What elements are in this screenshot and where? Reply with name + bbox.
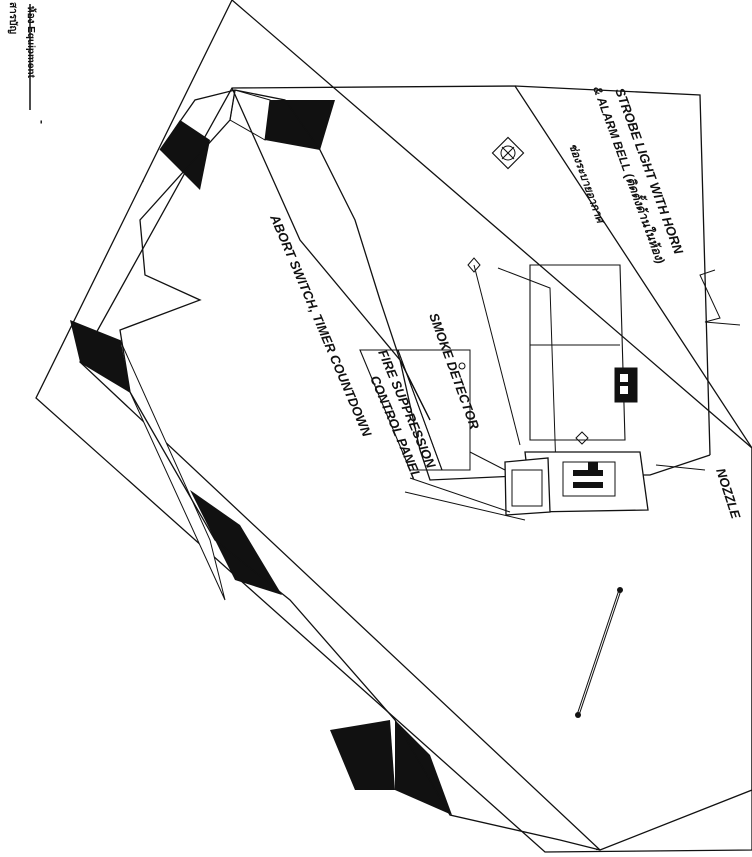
floor-tile-black — [265, 100, 335, 150]
label-nozzle: NOZZLE — [713, 466, 743, 520]
label-strobe-line3: ช่องระบายอากาศ — [566, 142, 607, 226]
header-dash: - — [35, 120, 49, 124]
sensor-diamond-icon — [576, 432, 588, 444]
nozzle-pipe — [575, 587, 623, 718]
header-title: สารบัญ — [7, 2, 19, 34]
vent-fan-icon — [492, 137, 523, 168]
header-subtitle: ห้อง Equipment — [25, 6, 37, 79]
strobe-alarm-box — [615, 368, 637, 402]
conduit-pipe — [474, 265, 520, 445]
mark: . — [139, 180, 150, 183]
floor-tile-white — [120, 340, 225, 600]
label-abort-line1: ABORT SWITCH, TIMER COUNTDOWN — [267, 211, 375, 439]
floor-tile-black — [330, 720, 395, 790]
leader-line — [410, 478, 510, 512]
label-smoke-detector: SMOKE DETECTOR — [426, 311, 482, 432]
leader-line — [656, 465, 705, 470]
leader-line — [470, 452, 505, 470]
door-frame — [530, 265, 625, 440]
abort-switch-box — [505, 458, 550, 515]
